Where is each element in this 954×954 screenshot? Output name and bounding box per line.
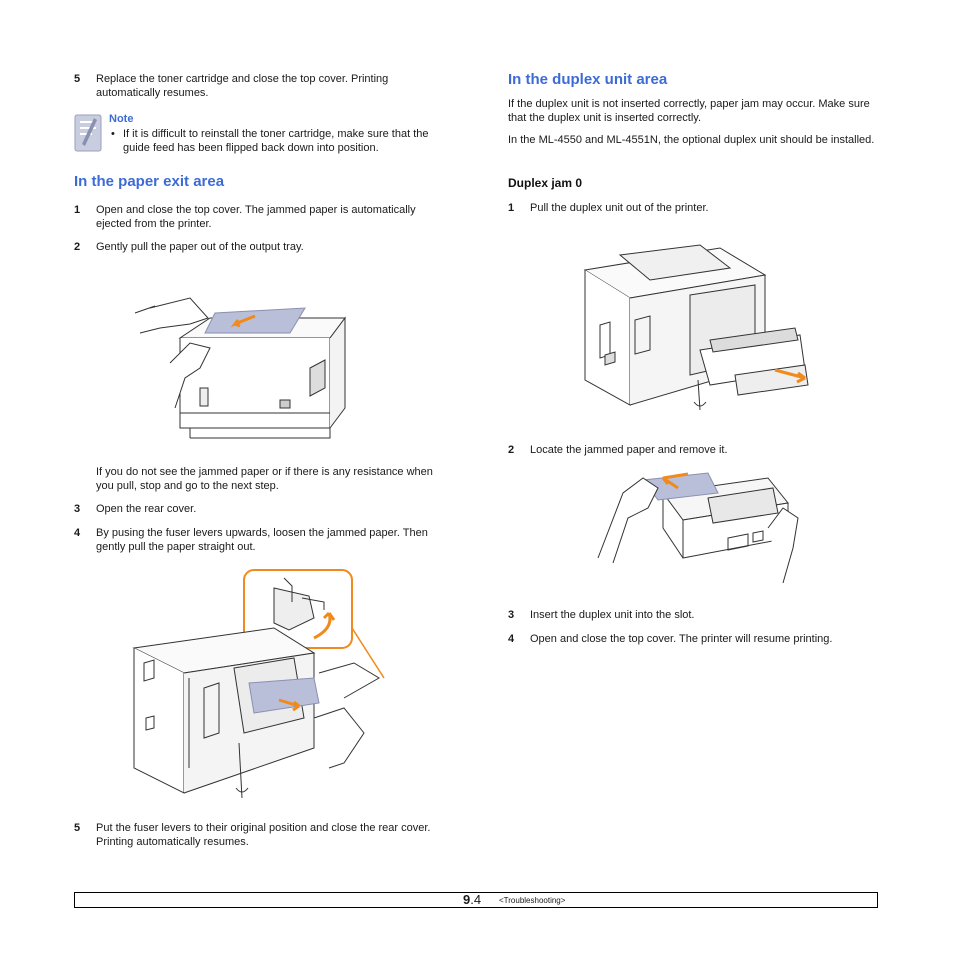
chapter-number: 9: [463, 892, 471, 907]
section-heading-paper-exit: In the paper exit area: [74, 173, 225, 190]
step-number: 3: [508, 609, 515, 621]
note-text: If it is difficult to reinstall the tone…: [123, 128, 429, 154]
page-suffix: .4: [470, 892, 482, 907]
step-text: Pull the duplex unit out of the printer.: [530, 202, 709, 214]
duplex-model-paragraph: In the ML-4550 and ML-4551N, the optiona…: [508, 134, 875, 146]
fuser-lever-illustration: [124, 568, 424, 808]
step-number: 4: [74, 527, 81, 539]
step-text: Open and close the top cover. The jammed…: [96, 204, 416, 230]
step-number: 2: [508, 444, 515, 456]
page-footer: 9.4 <Troubleshooting>: [74, 892, 878, 908]
resistance-paragraph: If you do not see the jammed paper or if…: [96, 466, 433, 492]
note-icon: [74, 114, 102, 152]
step-number: 2: [74, 241, 81, 253]
step-text: Replace the toner cartridge and close th…: [96, 73, 389, 99]
step-text: Put the fuser levers to their original p…: [96, 822, 431, 848]
step-number: 4: [508, 633, 515, 645]
step-text: Open the rear cover.: [96, 503, 197, 515]
duplex-paper-removal-illustration: [588, 468, 803, 588]
step-number: 3: [74, 503, 81, 515]
step-text: By pusing the fuser levers upwards, loos…: [96, 527, 428, 553]
duplex-intro-paragraph: If the duplex unit is not inserted corre…: [508, 98, 870, 124]
step-number: 5: [74, 822, 81, 834]
note-title: Note: [109, 113, 134, 125]
step-number: 1: [74, 204, 81, 216]
step-text: Insert the duplex unit into the slot.: [530, 609, 695, 621]
page-number: 9.4: [463, 893, 481, 907]
chapter-label: <Troubleshooting>: [499, 896, 566, 905]
paper-exit-illustration: [130, 288, 360, 450]
note-bullet: •: [111, 128, 115, 140]
step-text: Locate the jammed paper and remove it.: [530, 444, 728, 456]
section-heading-duplex: In the duplex unit area: [508, 71, 668, 88]
duplex-jam-subheading: Duplex jam 0: [508, 176, 583, 190]
step-text: Gently pull the paper out of the output …: [96, 241, 304, 253]
step-text: Open and close the top cover. The printe…: [530, 633, 833, 645]
step-number: 1: [508, 202, 515, 214]
duplex-pull-illustration: [580, 240, 816, 415]
step-number: 5: [74, 73, 81, 85]
